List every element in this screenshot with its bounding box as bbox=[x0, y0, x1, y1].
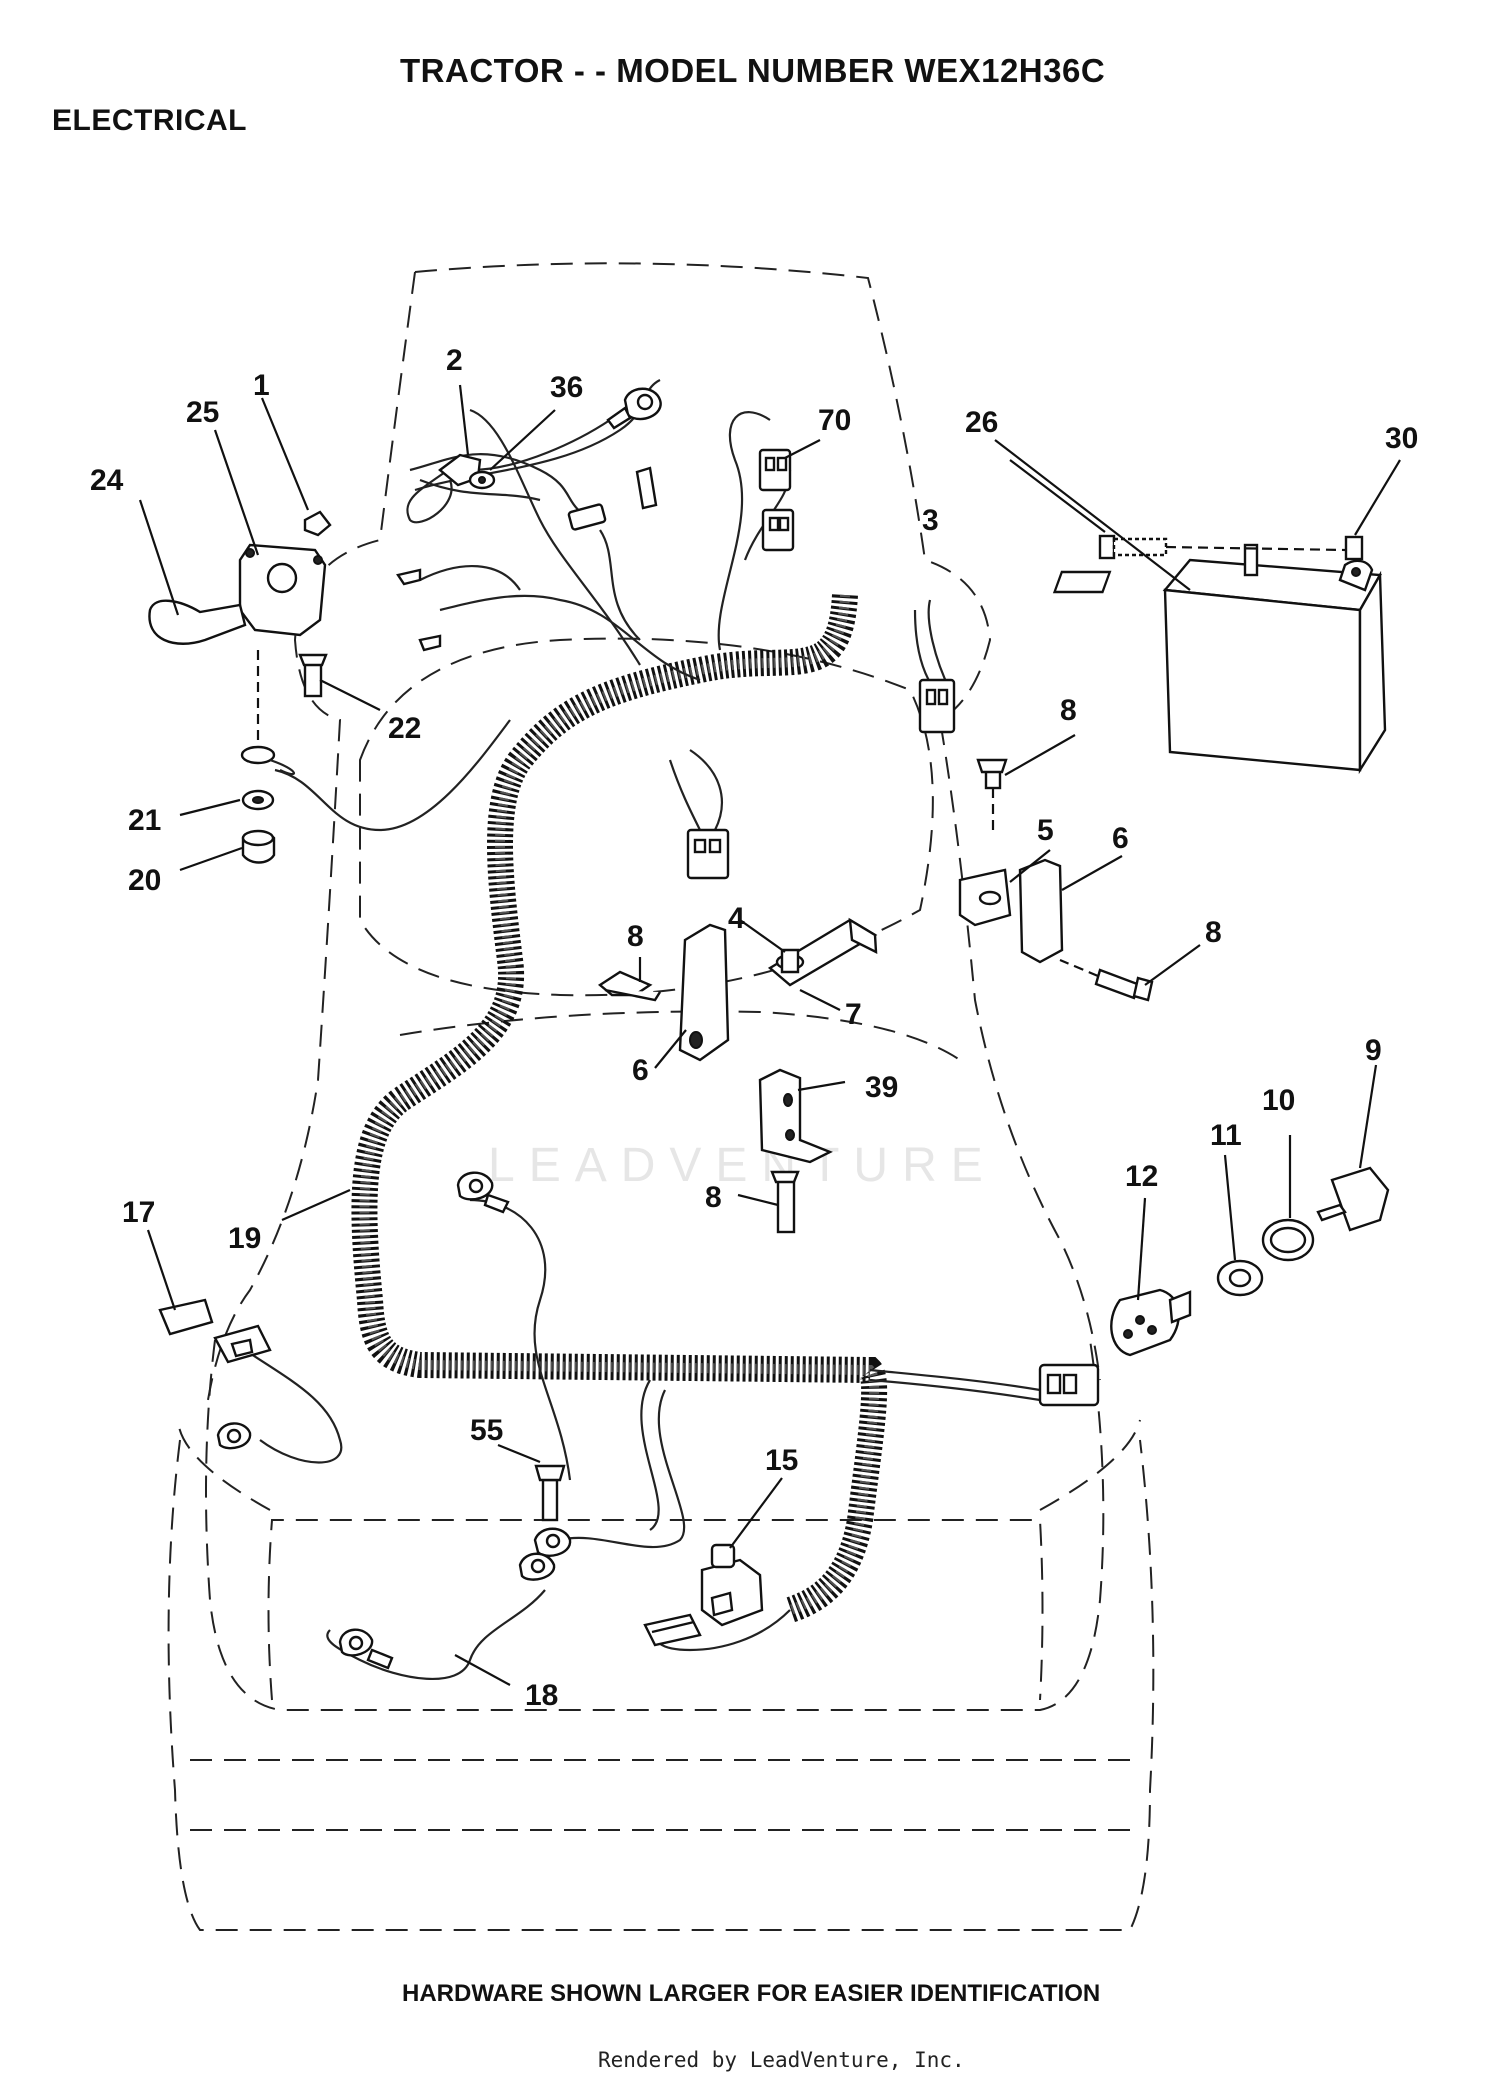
battery-assembly bbox=[1052, 534, 1387, 775]
tractor-outline bbox=[167, 262, 1155, 1931]
watermark: LEADVENTURE bbox=[488, 1139, 997, 1192]
callout-9: 9 bbox=[1365, 1034, 1382, 1067]
ground-wire-upper bbox=[406, 387, 662, 524]
callout-20: 20 bbox=[128, 864, 161, 897]
callout-5: 5 bbox=[1037, 814, 1054, 847]
callout-12: 12 bbox=[1125, 1160, 1158, 1193]
callout-labels: 1 2 3 4 5 6 6 7 8 8 8 8 9 10 11 12 15 17… bbox=[90, 344, 1418, 1712]
callout-36: 36 bbox=[550, 371, 583, 404]
callout-8-top-right: 8 bbox=[1060, 694, 1077, 727]
connectors-70 bbox=[396, 448, 956, 880]
callout-3: 3 bbox=[922, 504, 939, 537]
callout-10: 10 bbox=[1262, 1084, 1295, 1117]
callout-6-center: 6 bbox=[632, 1054, 649, 1087]
callout-26: 26 bbox=[965, 406, 998, 439]
callout-6-right: 6 bbox=[1112, 822, 1129, 855]
callout-70: 70 bbox=[818, 404, 851, 437]
section-label: ELECTRICAL bbox=[52, 104, 247, 137]
seat-switch-15 bbox=[643, 1543, 764, 1647]
callout-2: 2 bbox=[446, 344, 463, 377]
callout-19: 19 bbox=[228, 1222, 261, 1255]
upper-wiring bbox=[274, 379, 951, 832]
callout-1: 1 bbox=[253, 369, 270, 402]
callout-25: 25 bbox=[186, 396, 219, 429]
callout-55: 55 bbox=[470, 1414, 503, 1447]
brackets-and-switches bbox=[597, 758, 1154, 1234]
footer-note: HARDWARE SHOWN LARGER FOR EASIER IDENTIF… bbox=[402, 1980, 1101, 2007]
callout-15: 15 bbox=[765, 1444, 798, 1477]
callout-39: 39 bbox=[865, 1071, 898, 1104]
callout-11: 11 bbox=[1210, 1119, 1242, 1152]
callout-17: 17 bbox=[122, 1196, 155, 1229]
callout-21: 21 bbox=[128, 804, 161, 837]
main-wire-harness bbox=[351, 594, 888, 1623]
callout-18: 18 bbox=[525, 1679, 558, 1712]
callout-22: 22 bbox=[388, 712, 421, 745]
diagram-title: TRACTOR - - MODEL NUMBER WEX12H36C bbox=[400, 52, 1106, 89]
callout-8-center: 8 bbox=[627, 920, 644, 953]
callout-8-bottom: 8 bbox=[705, 1181, 722, 1214]
ignition-switch-group bbox=[1038, 1166, 1390, 1407]
solenoid-assembly bbox=[148, 510, 332, 864]
lower-wiring bbox=[244, 1198, 1041, 1680]
ground-terminals-lower bbox=[216, 1171, 572, 1670]
callout-30: 30 bbox=[1385, 422, 1418, 455]
callout-7: 7 bbox=[845, 998, 862, 1031]
fuse-holder bbox=[158, 1298, 272, 1364]
callout-4: 4 bbox=[728, 902, 745, 935]
render-credit: Rendered by LeadVenture, Inc. bbox=[598, 2048, 965, 2072]
leader-lines bbox=[138, 384, 1401, 1686]
callout-8-right: 8 bbox=[1205, 916, 1222, 949]
callout-24: 24 bbox=[90, 464, 124, 497]
